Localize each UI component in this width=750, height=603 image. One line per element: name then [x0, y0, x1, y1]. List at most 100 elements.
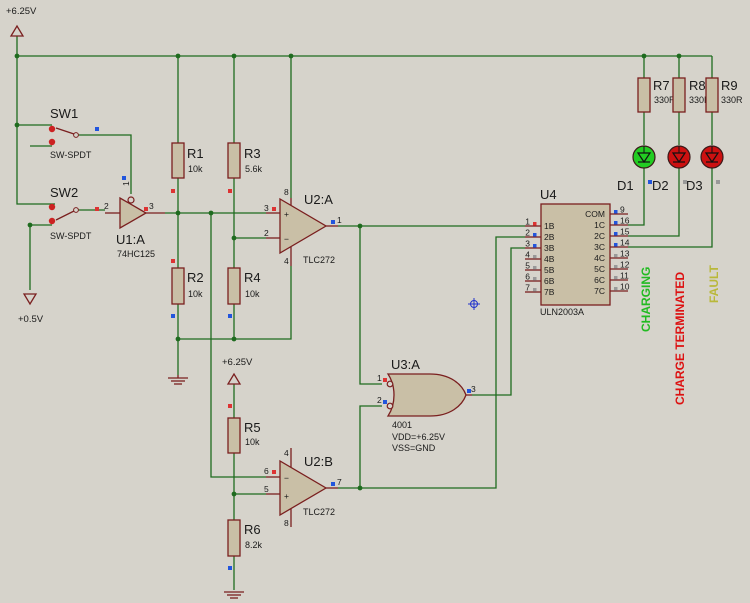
u4-right-state-marker [614, 210, 618, 214]
u4-right-pin-number: 15 [620, 227, 630, 237]
u2b-pin-plus: 5 [264, 484, 269, 494]
r9-ref: R9 [721, 78, 738, 93]
u4-right-pin-number: 14 [620, 238, 630, 248]
indicator-fault: FAULT [707, 265, 721, 303]
u4-right-pin-number: 12 [620, 260, 630, 270]
u4-right-label: 3C [594, 242, 605, 252]
r8-value: 330R [689, 95, 711, 105]
u4-left-pin-number: 5 [525, 261, 530, 271]
u4-right-state-marker [614, 265, 618, 269]
u4-right-label: 7C [594, 286, 605, 296]
r7-ref: R7 [653, 78, 670, 93]
led-d2: D2 [652, 145, 691, 193]
u3a-pin-a: 1 [377, 373, 382, 383]
buffer-pin-out: 3 [149, 201, 154, 211]
u2b-pin-out: 7 [337, 477, 342, 487]
u4-part: ULN2003A [540, 307, 584, 317]
u4-left-state-marker [533, 244, 537, 248]
resistor-r6: R6 8.2k [227, 519, 263, 557]
u4-left-state-marker [533, 288, 537, 292]
opamp-u2b: − + 6 5 7 4 8 U2:B TLC272 [264, 448, 342, 528]
u4-right-pin-number: 9 [620, 205, 625, 215]
switch-sw2[interactable]: SW2 SW-SPDT [48, 185, 92, 241]
u4-right-label: 2C [594, 231, 605, 241]
u4-left-label: 2B [544, 232, 555, 242]
u2b-pin-vcc: 4 [284, 448, 289, 458]
r4-value: 10k [245, 289, 260, 299]
r5-value: 10k [245, 437, 260, 447]
opamp-u2a: + − 3 2 1 8 4 U2:A TLC272 [264, 187, 342, 266]
u4-left-state-marker [533, 266, 537, 270]
u4-left-pin-number: 3 [525, 239, 530, 249]
crosshair-cursor-icon [468, 298, 480, 310]
u4-right-pin-number: 11 [620, 271, 629, 281]
u4-left-pin-number: 1 [525, 217, 530, 227]
u3a-ref: U3:A [391, 357, 420, 372]
r7-value: 330R [654, 95, 676, 105]
rail-bottom-left: +0.5V [18, 293, 44, 325]
u4-left-label: 6B [544, 276, 555, 286]
u4-right-state-marker [614, 232, 618, 236]
u2a-pin-vcc: 8 [284, 187, 289, 197]
resistor-r7: R7 330R [637, 77, 676, 113]
indicator-charge-terminated: CHARGE TERMINATED [673, 272, 687, 405]
u4-right-pin-number: 13 [620, 249, 630, 259]
r1-value: 10k [188, 164, 203, 174]
sw2-type: SW-SPDT [50, 231, 92, 241]
u4-right-label: 4C [594, 253, 605, 263]
u4-right-state-marker [614, 287, 618, 291]
u4-left-label: 5B [544, 265, 555, 275]
led-d1: D1 [617, 145, 656, 193]
u4-right-label: COM [585, 209, 605, 219]
rail-lower: +6.25V [222, 357, 253, 385]
r3-ref: R3 [244, 146, 261, 161]
u3a-vdd: VDD=+6.25V [392, 432, 445, 442]
buffer-pin-oe: 1 [121, 181, 131, 186]
sw1-ref: SW1 [50, 106, 78, 121]
u4-ref: U4 [540, 187, 557, 202]
rail-top-left: +6.25V [6, 6, 37, 37]
rail-top-left-label: +6.25V [6, 6, 37, 17]
sw1-type: SW-SPDT [50, 150, 92, 160]
u2a-ref: U2:A [304, 192, 333, 207]
buffer-ref: U1:A [116, 232, 145, 247]
switch-sw1[interactable]: SW1 SW-SPDT [48, 106, 92, 160]
r6-ref: R6 [244, 522, 261, 537]
sw2-ref: SW2 [50, 185, 78, 200]
buffer-u1a: 2 3 1 U1:A 74HC125 [104, 181, 165, 259]
u4-left-label: 1B [544, 221, 555, 231]
r9-value: 330R [721, 95, 743, 105]
r6-value: 8.2k [245, 540, 263, 550]
u4-right-label: 6C [594, 275, 605, 285]
u4-left-state-marker [533, 222, 537, 226]
led-ref: D1 [617, 178, 634, 193]
u3a-part: 4001 [392, 420, 412, 430]
indicator-charging: CHARGING [639, 267, 653, 332]
u3a-pin-out: 3 [471, 384, 476, 394]
led-ref: D3 [686, 178, 703, 193]
u4-left-state-marker [533, 233, 537, 237]
nor-gate-u3a: 1 2 3 U3:A 4001 VDD=+6.25V VSS=GND [377, 357, 476, 453]
u2a-pin-out: 1 [337, 215, 342, 225]
resistor-r3: R3 5.6k [227, 142, 263, 179]
u4-left-label: 3B [544, 243, 555, 253]
u2b-ref: U2:B [304, 454, 333, 469]
logic-state-markers [95, 127, 720, 570]
rail-bottom-left-label: +0.5V [18, 314, 44, 325]
u4-right-state-marker [614, 254, 618, 258]
u2b-pin-minus: 6 [264, 466, 269, 476]
u3a-pin-b: 2 [377, 395, 382, 405]
resistor-r4: R4 10k [227, 267, 261, 305]
u4-left-state-marker [533, 277, 537, 281]
r8-ref: R8 [689, 78, 706, 93]
u4-left-pin-number: 4 [525, 250, 530, 260]
u4-left-state-marker [533, 255, 537, 259]
ground-symbol-bottom [224, 591, 244, 599]
u4-right-label: 5C [594, 264, 605, 274]
resistor-r8: R8 330R [672, 77, 711, 113]
u2b-plus-sign: + [284, 491, 289, 501]
junctions [14, 53, 682, 497]
